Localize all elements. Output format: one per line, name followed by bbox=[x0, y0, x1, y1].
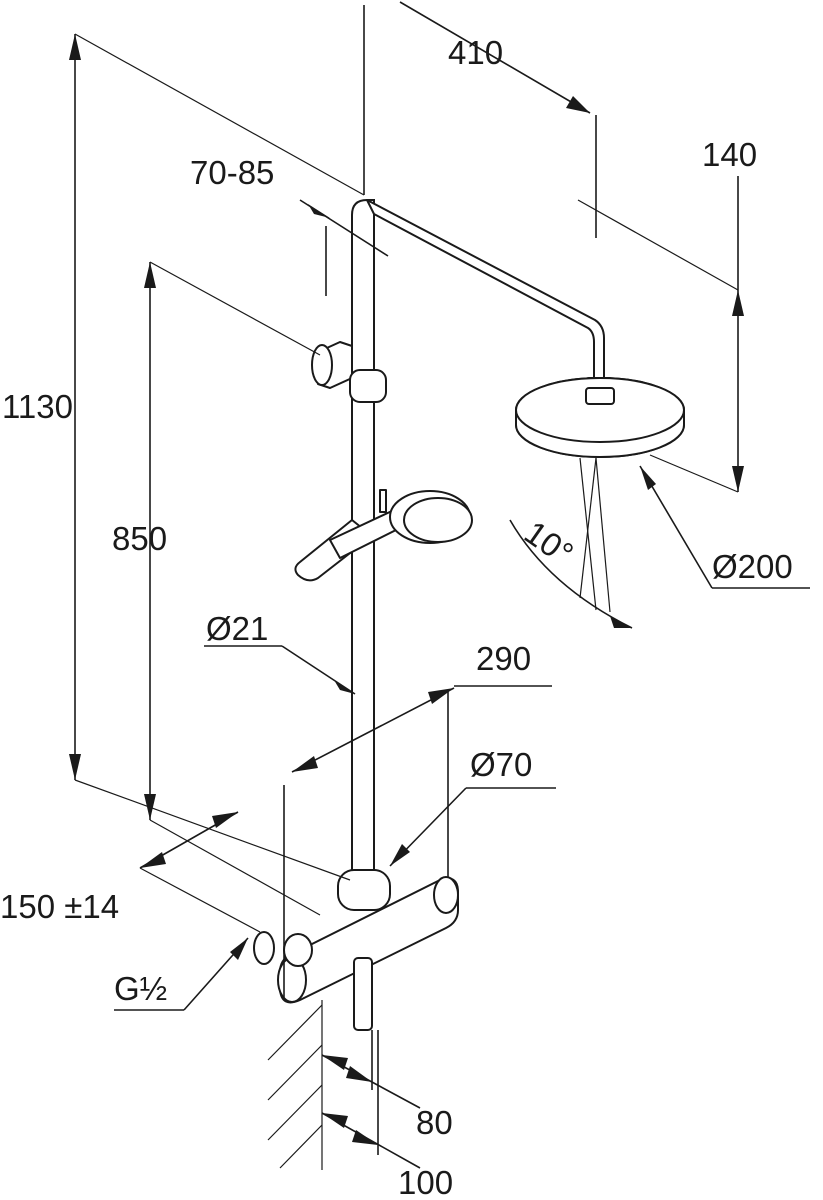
dim-diameter-21: Ø21 bbox=[206, 610, 268, 647]
dim-diameter-200: Ø200 bbox=[712, 548, 793, 585]
dim-850: 850 bbox=[112, 520, 167, 557]
dim-10-degree: 10° bbox=[518, 513, 580, 572]
dim-410: 410 bbox=[448, 34, 503, 71]
shower-column bbox=[253, 199, 685, 1031]
dim-70-85: 70-85 bbox=[190, 154, 274, 191]
dim-150-tolerance: 150 ±14 bbox=[0, 888, 119, 925]
dim-1130: 1130 bbox=[2, 388, 73, 425]
riser-pipe bbox=[351, 199, 375, 906]
dim-100: 100 bbox=[398, 1164, 453, 1200]
overhead-shower-head bbox=[515, 377, 685, 458]
dim-diameter-70: Ø70 bbox=[470, 746, 532, 783]
upper-bracket bbox=[311, 341, 387, 403]
dim-290: 290 bbox=[476, 640, 531, 677]
dim-g-half: G½ bbox=[114, 970, 167, 1007]
thermostat-mixer bbox=[253, 869, 459, 1031]
dim-140: 140 bbox=[702, 136, 757, 173]
shower-arm bbox=[366, 199, 605, 381]
dim-80: 80 bbox=[416, 1104, 453, 1141]
dimension-labels: 410 140 70-85 1130 850 10° Ø200 Ø21 290 … bbox=[0, 34, 793, 1200]
hand-shower bbox=[294, 489, 473, 582]
dimension-lines bbox=[69, 1, 810, 1170]
